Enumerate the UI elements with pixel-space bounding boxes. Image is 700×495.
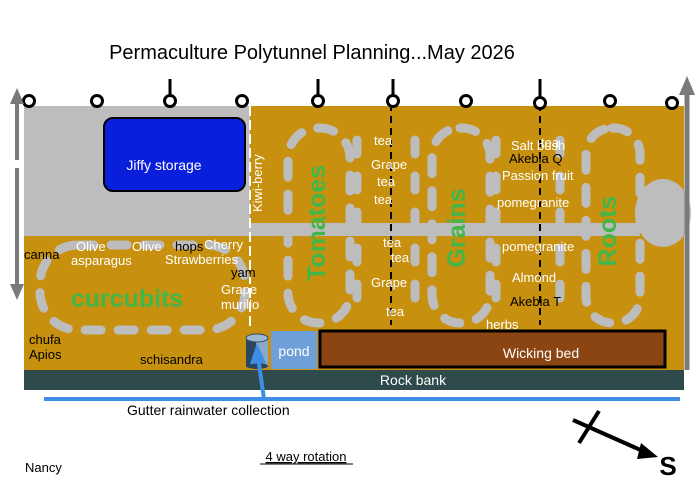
gutter-arrowhead — [250, 343, 266, 364]
plant-tea-4: tea — [383, 235, 402, 250]
plant-passion-fruit: Passion fruit — [502, 168, 574, 183]
rotation-label: 4 way rotation — [266, 449, 347, 464]
plant-hops: hops — [175, 239, 204, 254]
zone-roots: Roots — [594, 196, 622, 267]
compass-south-label: S — [659, 451, 676, 481]
plant-grape-c: Grape — [371, 275, 407, 290]
wicking-bed-label: Wicking bed — [503, 345, 579, 361]
plant-labels-black: canna hops yam chufa Apios schisandra Ak… — [24, 151, 562, 367]
gutter-arrow — [256, 356, 266, 400]
plant-herbs: herbs — [486, 317, 519, 332]
compass-arrow — [572, 409, 658, 459]
plant-strawberries: Strawberries — [165, 252, 238, 267]
plant-murillo: murillo — [221, 297, 259, 312]
plant-schisandra: schisandra — [140, 352, 204, 367]
plant-tea-5: tea — [391, 250, 410, 265]
plant-tea-7: tea — [541, 135, 560, 150]
plant-akebia-t: Akebia T — [510, 294, 561, 309]
path-end-circle — [635, 179, 691, 247]
plant-saltbush: Salt bush — [511, 138, 565, 153]
plant-chufa: chufa — [29, 332, 62, 347]
plant-almond: Almond — [512, 270, 556, 285]
hoop-posts — [168, 79, 542, 97]
support-lines — [390, 104, 541, 325]
rock-bank-label: Rock bank — [380, 372, 447, 388]
bed-interior-dashes — [352, 135, 565, 323]
wicking-bed — [318, 329, 667, 369]
pond — [271, 331, 317, 369]
plant-apios: Apios — [29, 347, 62, 362]
bed-dash-outlines — [35, 123, 645, 335]
plant-tea-1: tea — [374, 133, 393, 148]
plant-yam: yam — [231, 265, 256, 280]
plant-canna: canna — [24, 247, 60, 262]
plant-pomegranate-1: pomegranite — [497, 195, 569, 210]
right-up-arrow — [679, 76, 695, 370]
kiwi-berry-label: Kiwi-berry — [250, 154, 265, 212]
plant-asparagus: asparagus — [71, 253, 132, 268]
gutter-label: Gutter rainwater collection — [127, 402, 290, 418]
plant-tea-3: tea — [374, 192, 393, 207]
zone-tomatoes: Tomatoes — [303, 165, 331, 281]
jiffy-storage — [103, 117, 246, 192]
plant-grape-b: Grape — [371, 157, 407, 172]
plant-grape-a: Grape — [221, 282, 257, 297]
plant-tea-6: tea — [386, 304, 405, 319]
zone-cucurbits: curcubits — [71, 285, 184, 313]
jiffy-storage-label: Jiffy storage — [126, 157, 201, 173]
plant-tea-2: tea — [377, 174, 396, 189]
author-label: Nancy — [25, 460, 62, 475]
plant-olive-1: Olive — [76, 239, 106, 254]
plant-akebia-q: Akebia Q — [509, 151, 562, 166]
left-double-arrow — [10, 88, 24, 300]
plant-pomegranate-2: pomegranite — [502, 239, 574, 254]
hoop-pegs — [22, 94, 679, 110]
plant-cherry: Cherry — [204, 237, 244, 252]
plant-olive-2: Olive — [132, 239, 162, 254]
plant-labels-white: Olive asparagus Olive Cherry Strawberrie… — [71, 133, 574, 332]
rock-bank — [24, 370, 684, 390]
diagram-title: Permaculture Polytunnel Planning...May 2… — [109, 42, 515, 64]
pond-label: pond — [278, 343, 309, 359]
zone-grains: Grains — [443, 188, 471, 267]
